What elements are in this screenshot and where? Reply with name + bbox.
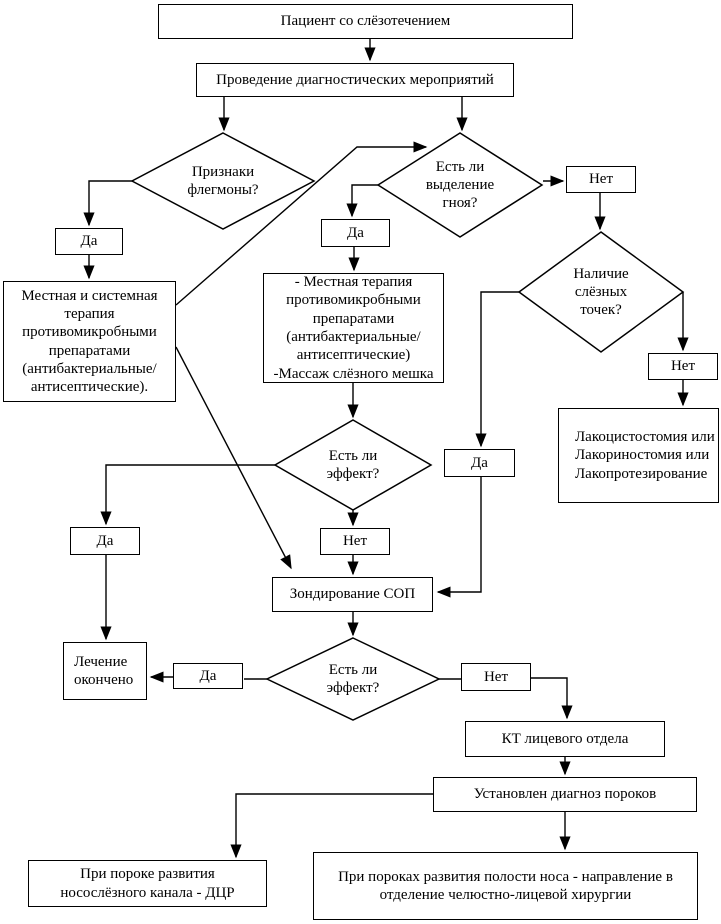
- decision-effect-after-probing-label: Есть ли эффект?: [326, 661, 380, 696]
- node-ct-facial: КТ лицевого отдела: [465, 721, 665, 757]
- node-diagnosis-established: Установлен диагноз пороков: [433, 777, 697, 812]
- connector-no2-ct: [531, 677, 573, 720]
- node-nasal-cavity-surgery: При пороках развития полости носа - напр…: [313, 852, 698, 920]
- connector-pus-yes: [346, 184, 378, 218]
- connector-lacrimal-yes: [475, 291, 519, 448]
- decision-phlegmon-signs-shape: [130, 132, 316, 230]
- node-yes-effect-after-therapy: Да: [70, 527, 140, 555]
- node-yes-pus: Да: [321, 219, 390, 247]
- decision-lacrimal-points-shape: [517, 231, 685, 353]
- connector-effect-yes: [100, 464, 275, 526]
- connector-phlegmon-yes: [83, 180, 133, 227]
- node-probing: Зондирование СОП: [272, 577, 433, 612]
- connector-therapy-to-pus-check: [175, 141, 428, 306]
- node-yes-lacrimal-points: Да: [444, 449, 515, 477]
- node-local-systemic-therapy: Местная и системная терапия противомикро…: [3, 281, 176, 402]
- decision-effect-after-therapy-label: Есть ли эффект?: [326, 447, 380, 482]
- node-diagnostics: Проведение диагностических мероприятий: [196, 63, 514, 97]
- decision-lacrimal-points-label: Наличие слёзных точек?: [573, 265, 629, 319]
- decision-pus-discharge-shape: [376, 132, 544, 238]
- node-yes-phlegmon: Да: [55, 228, 123, 255]
- node-yes-effect-after-probing: Да: [173, 663, 243, 689]
- node-no-effect-after-therapy: Нет: [320, 528, 390, 555]
- node-nasolacrimal-duct-dcr: При пороке развития носослёзного канала …: [28, 860, 267, 907]
- node-patient: Пациент со слёзотечением: [158, 4, 573, 39]
- connector-yes-probing: [436, 477, 482, 598]
- connector-therapy-to-probing: [175, 346, 292, 570]
- decision-pus-discharge-label: Есть ли выделение гноя?: [425, 158, 495, 212]
- node-treatment-finished: Лечение окончено: [63, 642, 147, 700]
- node-lacrimal-surgery: Лакоцистостомия или Лакориностомия или Л…: [558, 408, 719, 503]
- node-no-pus: Нет: [566, 166, 636, 193]
- connector-diagnosis-dcr: [230, 793, 433, 859]
- node-local-therapy-massage: - Местная терапия противомикробными преп…: [263, 273, 444, 383]
- decision-effect-after-probing-shape: [265, 637, 441, 721]
- decision-phlegmon-signs-label: Признаки флегмоны?: [187, 163, 259, 198]
- node-no-lacrimal-points: Нет: [648, 353, 718, 380]
- node-no-effect-after-probing: Нет: [461, 663, 531, 691]
